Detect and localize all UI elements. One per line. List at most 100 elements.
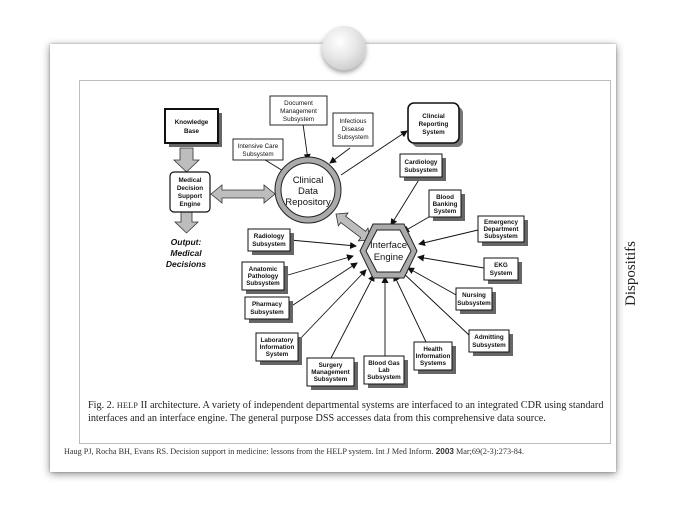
- mdss-label-2: Decision: [177, 185, 203, 192]
- caption-text: II architecture. A variety of independen…: [88, 400, 604, 424]
- svg-text:Radiology: Radiology: [254, 233, 285, 240]
- mdss-label-4: Engine: [180, 201, 201, 208]
- cardiology-node: Cardiology Subsystem: [399, 153, 446, 181]
- edge-radiology-ie: [289, 239, 357, 249]
- edge-nursing-ie: [407, 267, 459, 297]
- svg-text:EKG: EKG: [494, 262, 508, 269]
- svg-text:Banking: Banking: [433, 201, 458, 208]
- citation-ref: Mar;69(2-3):273-84.: [456, 447, 525, 456]
- svg-text:System: System: [422, 129, 445, 136]
- svg-text:Information: Information: [416, 353, 451, 360]
- svg-text:Document: Document: [284, 100, 313, 107]
- svg-text:Reporting: Reporting: [419, 121, 449, 128]
- svg-text:Blood: Blood: [436, 194, 454, 201]
- emergency-department-node: Emergency Department Subsystem: [477, 215, 528, 246]
- edge-cardiology-ie: [390, 177, 421, 226]
- document-management-node: Document Management Subsystem: [269, 95, 328, 126]
- svg-text:Intensive Care: Intensive Care: [238, 143, 279, 150]
- edge-infectious-cdr: [329, 147, 351, 164]
- svg-text:Subsystem: Subsystem: [457, 300, 491, 307]
- grey-arrows: [173, 147, 371, 242]
- svg-text:Decisions: Decisions: [166, 259, 206, 269]
- knowledge-base-node: Knowledge Base: [164, 108, 222, 147]
- nursing-node: Nursing Subsystem: [455, 287, 496, 314]
- mdss-to-output-arrow: [174, 211, 199, 234]
- kb-label-1: Knowledge: [175, 119, 209, 126]
- output-label: Output: Medical Decisions: [166, 237, 206, 269]
- citation-year: 2003: [435, 447, 454, 456]
- kb-label-2: Base: [184, 128, 200, 135]
- surgery-management-node: Surgery Management Subsystem: [306, 357, 358, 390]
- edge-admitting-ie: [400, 270, 471, 337]
- svg-text:Subsystem: Subsystem: [404, 167, 438, 174]
- infectious-disease-node: Infectious Disease Subsystem: [332, 112, 374, 147]
- interface-engine-node: Interface Engine: [359, 223, 418, 279]
- svg-text:Nursing: Nursing: [462, 292, 486, 299]
- radiology-node: Radiology Subsystem: [247, 228, 294, 255]
- clinical-data-repository-node: Clinical Data Repository: [274, 156, 342, 224]
- mdss-label-1: Medical: [178, 177, 201, 184]
- edge-cdr-reporting: [340, 130, 408, 176]
- anatomic-pathology-node: Anatomic Pathology Subsystem: [241, 261, 288, 294]
- citation-text: Haug PJ, Rocha BH, Evans RS. Decision su…: [64, 447, 434, 456]
- svg-text:Subsystem: Subsystem: [250, 309, 284, 316]
- svg-text:Infectious: Infectious: [340, 118, 367, 125]
- svg-text:System: System: [434, 208, 457, 215]
- blood-banking-node: Blood Banking System: [428, 189, 465, 221]
- svg-text:Interface: Interface: [370, 240, 407, 251]
- svg-text:Subsystem: Subsystem: [367, 374, 401, 381]
- svg-text:Emergency: Emergency: [484, 219, 518, 226]
- laboratory-node: Laboratory Information System: [255, 332, 302, 365]
- svg-text:Health: Health: [423, 346, 442, 353]
- clinical-reporting-node: Clincial Reporting System: [407, 102, 463, 147]
- svg-text:Department: Department: [484, 226, 520, 233]
- svg-text:Information: Information: [260, 344, 295, 351]
- svg-text:Subsystem: Subsystem: [472, 342, 506, 349]
- mdss-cdr-double-arrow: [210, 184, 276, 204]
- svg-text:Blood Gas: Blood Gas: [368, 360, 400, 367]
- edge-emergency-ie: [418, 229, 479, 247]
- svg-text:Management: Management: [280, 108, 317, 115]
- svg-text:Clincial: Clincial: [422, 113, 445, 120]
- citation: Haug PJ, Rocha BH, Evans RS. Decision su…: [64, 447, 524, 456]
- svg-text:Medical: Medical: [170, 248, 202, 258]
- decision-support-node: Medical Decision Support Engine: [169, 171, 211, 213]
- svg-text:Repository: Repository: [285, 197, 331, 208]
- intensive-care-node: Intensive Care Subsystem: [232, 138, 284, 161]
- kb-to-mdss-arrow: [173, 147, 200, 173]
- svg-text:Anatomic: Anatomic: [249, 266, 278, 273]
- edge-anatomic-ie: [287, 254, 354, 276]
- svg-text:Surgery: Surgery: [319, 362, 343, 369]
- svg-text:Management: Management: [311, 369, 350, 376]
- health-information-node: Health Information Systems: [413, 341, 456, 374]
- svg-text:System: System: [266, 351, 289, 358]
- edge-health-ie: [393, 274, 427, 343]
- svg-text:Engine: Engine: [374, 252, 404, 263]
- side-label-dispositifs: Dispositifs: [623, 240, 639, 306]
- edge-surgery-ie: [330, 274, 375, 359]
- caption-help-word: HELP: [116, 401, 139, 410]
- ekg-node: EKG System: [483, 257, 522, 284]
- svg-text:Pharmacy: Pharmacy: [252, 301, 283, 308]
- svg-text:System: System: [490, 270, 513, 277]
- svg-text:Systems: Systems: [420, 360, 446, 367]
- caption-fig-number: Fig. 2.: [88, 400, 115, 411]
- svg-text:Cardiology: Cardiology: [405, 159, 438, 166]
- figure-caption: Fig. 2. HELP II architecture. A variety …: [88, 400, 604, 425]
- svg-text:Subsystem: Subsystem: [246, 280, 280, 287]
- svg-text:Subsystem: Subsystem: [252, 241, 286, 248]
- svg-text:Data: Data: [298, 186, 319, 197]
- pushpin-icon: [322, 26, 366, 70]
- svg-text:Admitting: Admitting: [474, 334, 504, 341]
- mdss-label-3: Support: [178, 193, 203, 200]
- svg-text:Clinical: Clinical: [293, 175, 324, 186]
- edge-laboratory-ie: [297, 269, 367, 342]
- svg-text:Subsystem: Subsystem: [242, 151, 273, 158]
- svg-text:Pathology: Pathology: [248, 273, 279, 280]
- edge-document-cdr: [302, 123, 311, 161]
- svg-text:Subsystem: Subsystem: [337, 134, 368, 141]
- svg-text:Laboratory: Laboratory: [261, 337, 294, 344]
- svg-text:Subsystem: Subsystem: [314, 376, 348, 383]
- svg-text:Output:: Output:: [171, 237, 202, 247]
